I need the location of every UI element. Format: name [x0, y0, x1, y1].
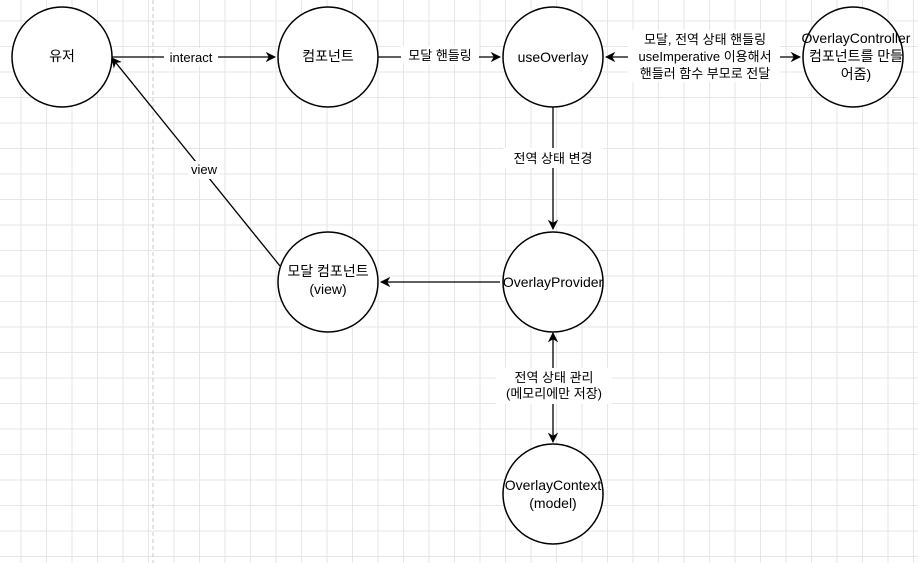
node-use-overlay: useOverlay	[502, 6, 604, 108]
label-line: interact	[170, 50, 213, 65]
label-line: useOverlay	[518, 49, 589, 65]
label-line: 모달 컴포넌트	[287, 263, 368, 279]
label-line: 어줌)	[841, 66, 871, 82]
label-line: 전역 상태 관리	[515, 370, 594, 385]
label-line: OverlayContext	[505, 477, 602, 493]
label-line: (view)	[309, 281, 346, 297]
node-component: 컴포넌트	[277, 6, 379, 108]
node-modal-component: 모달 컴포넌트 (view)	[277, 231, 379, 333]
edge-global-state-manage: 전역 상태 관리(메모리에만 저장)	[496, 331, 612, 444]
node-overlay-context: OverlayContext (model)	[502, 443, 604, 545]
node-user: 유저	[11, 6, 113, 108]
label-line: 유저	[49, 48, 75, 64]
label-line: (model)	[529, 495, 576, 511]
node-label-component: 컴포넌트	[302, 48, 354, 64]
edge-label-modal-handling: 모달 핸들링	[408, 48, 471, 63]
node-label-user: 유저	[49, 48, 75, 64]
label-line: 핸들러 함수 부모로 전달	[640, 66, 770, 81]
node-label-modal-component: 모달 컴포넌트 (view)	[287, 263, 368, 297]
label-line: OverlayProvider	[503, 274, 604, 290]
label-line: 모달 핸들링	[408, 48, 471, 63]
edge-interact: interact	[108, 48, 277, 66]
edge-global-state-change: 전역 상태 변경	[503, 107, 603, 231]
label-line: view	[191, 162, 218, 177]
label-line: (메모리에만 저장)	[506, 386, 602, 401]
node-label-overlay-provider: OverlayProvider	[503, 274, 604, 290]
label-line: 모달, 전역 상태 핸들링	[644, 32, 766, 47]
label-line: useImperative 이용해서	[638, 49, 771, 64]
edge-label-view: view	[191, 162, 218, 177]
edge-label-global-state-manage: 전역 상태 관리(메모리에만 저장)	[506, 370, 602, 401]
node-overlay-provider: OverlayProvider	[502, 231, 604, 333]
node-label-use-overlay: useOverlay	[518, 49, 589, 65]
edge-modal-handling: 모달 핸들링	[378, 46, 502, 64]
edge-label-global-state-change: 전역 상태 변경	[514, 151, 593, 166]
label-line: 컴포넌트를 만들	[809, 48, 903, 64]
label-line: 전역 상태 변경	[514, 151, 593, 166]
edge-label-interact: interact	[170, 50, 213, 65]
node-label-overlay-context: OverlayContext (model)	[505, 477, 602, 511]
edge-view: view	[111, 57, 281, 267]
label-line: 컴포넌트	[302, 48, 354, 64]
label-line: OverlayController	[802, 30, 911, 46]
